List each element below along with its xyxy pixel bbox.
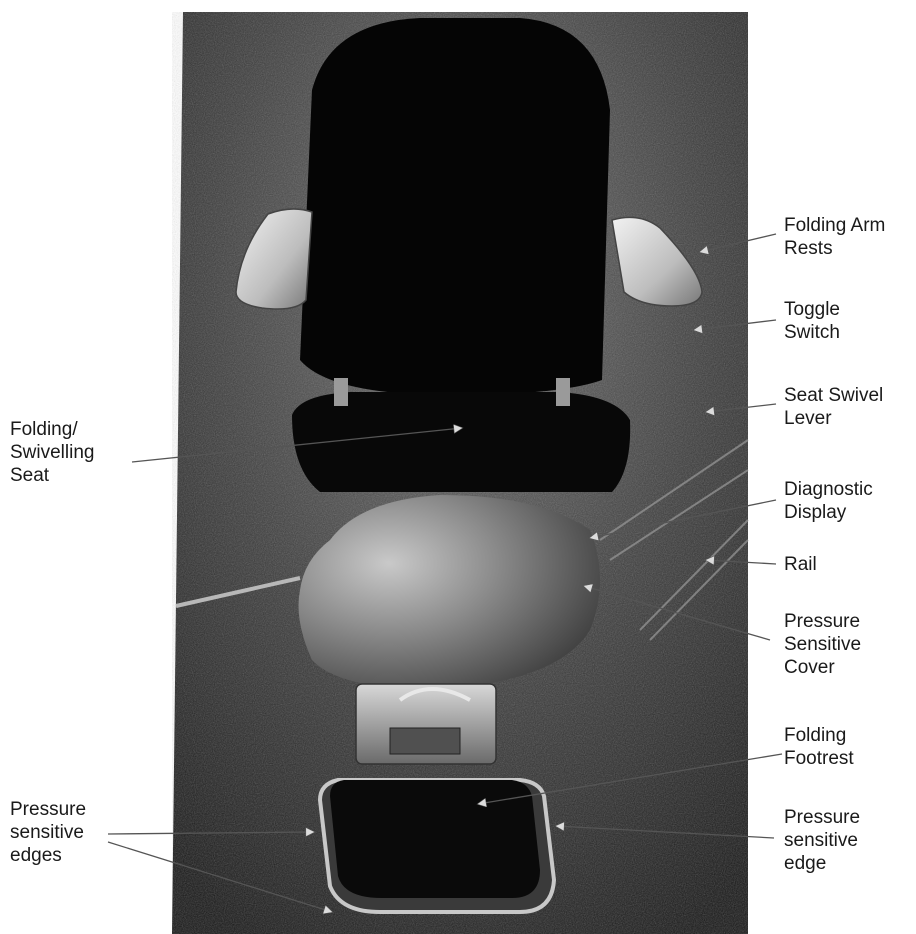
label-seat-swivel-lever: Seat Swivel Lever xyxy=(784,384,883,430)
seat-post-right xyxy=(556,378,570,406)
label-line: Pressure xyxy=(10,798,86,821)
label-line: Swivelling xyxy=(10,441,94,464)
label-line: Folding xyxy=(784,724,854,747)
label-line: edge xyxy=(784,852,860,875)
label-line: edges xyxy=(10,844,86,867)
label-line: sensitive xyxy=(784,829,860,852)
label-line: Rail xyxy=(784,553,817,576)
label-line: Seat xyxy=(10,464,94,487)
seat-post-left xyxy=(334,378,348,406)
label-toggle-switch: Toggle Switch xyxy=(784,298,840,344)
label-line: Pressure xyxy=(784,610,861,633)
label-line: Footrest xyxy=(784,747,854,770)
label-line: Seat Swivel xyxy=(784,384,883,407)
label-line: Sensitive xyxy=(784,633,861,656)
photo xyxy=(172,12,748,934)
label-line: Toggle xyxy=(784,298,840,321)
label-folding-swivelling-seat: Folding/ Swivelling Seat xyxy=(10,418,94,487)
label-rail: Rail xyxy=(784,553,817,576)
label-line: Folding Arm xyxy=(784,214,885,237)
label-line: Rests xyxy=(784,237,885,260)
label-line: Display xyxy=(784,501,873,524)
label-line: Switch xyxy=(784,321,840,344)
label-pressure-sensitive-edges: Pressure sensitive edges xyxy=(10,798,86,867)
label-line: Cover xyxy=(784,656,861,679)
label-line: Pressure xyxy=(784,806,860,829)
footrest xyxy=(330,780,540,898)
seat xyxy=(292,392,630,492)
label-line: Folding/ xyxy=(10,418,94,441)
label-folding-arm-rests: Folding Arm Rests xyxy=(784,214,885,260)
label-diagnostic-display: Diagnostic Display xyxy=(784,478,873,524)
label-line: sensitive xyxy=(10,821,86,844)
label-pressure-sensitive-cover: Pressure Sensitive Cover xyxy=(784,610,861,679)
label-line: Lever xyxy=(784,407,883,430)
label-pressure-sensitive-edge: Pressure sensitive edge xyxy=(784,806,860,875)
label-folding-footrest: Folding Footrest xyxy=(784,724,854,770)
label-line: Diagnostic xyxy=(784,478,873,501)
backrest xyxy=(300,18,610,395)
